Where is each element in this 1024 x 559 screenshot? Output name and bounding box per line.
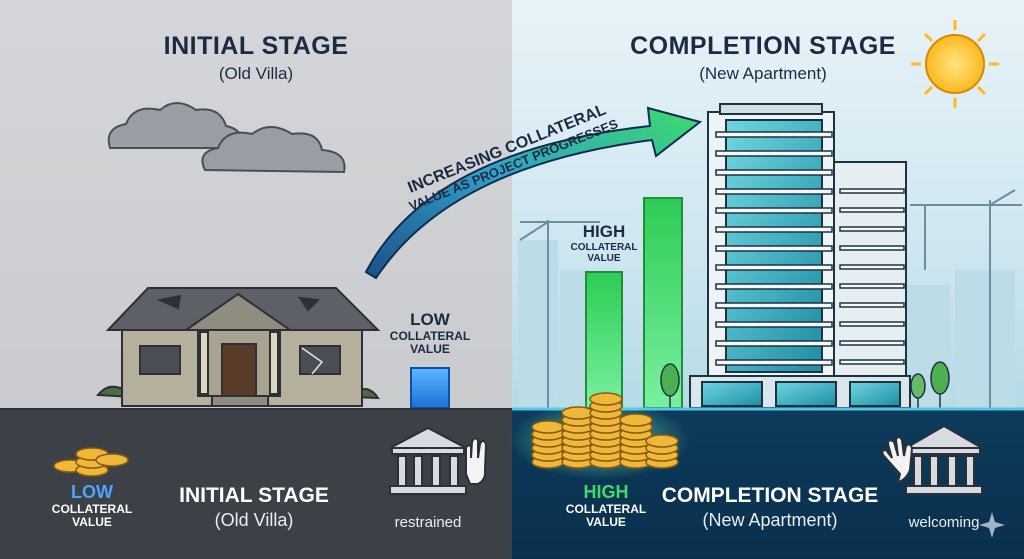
bottom-right-value-line3: VALUE bbox=[586, 515, 626, 529]
initial-stage-title: INITIAL STAGE bbox=[163, 32, 349, 60]
coin bbox=[561, 406, 595, 420]
initial-stage-subtitle: (Old Villa) bbox=[218, 64, 294, 83]
bottom-left-value-line2: COLLATERAL bbox=[51, 502, 133, 516]
raised-hand-icon bbox=[465, 437, 488, 485]
coin-stack-icon bbox=[531, 392, 679, 469]
high-bar-label-line3: VALUE bbox=[587, 253, 621, 264]
coin bbox=[589, 392, 623, 406]
bottom-right-stage-subtitle: (New Apartment) bbox=[702, 510, 838, 530]
tower-balcony bbox=[839, 359, 905, 365]
sun-icon bbox=[911, 20, 999, 108]
growth-arrow-icon bbox=[364, 106, 703, 280]
bottom-right-bank-caption: welcoming bbox=[908, 514, 980, 531]
bottom-right-value-word: HIGH bbox=[583, 482, 629, 502]
crane-icon bbox=[519, 189, 1022, 410]
tower-balcony bbox=[715, 150, 833, 157]
high-value-bar-short bbox=[585, 271, 623, 409]
tower-balcony bbox=[715, 169, 833, 176]
tower-balcony bbox=[839, 226, 905, 232]
bottom-right-value-line2: COLLATERAL bbox=[565, 502, 647, 516]
bottom-left-value-word: LOW bbox=[71, 482, 113, 502]
tower-balcony bbox=[715, 340, 833, 347]
apartment-tower-icon bbox=[689, 103, 911, 409]
cloud-icon bbox=[107, 102, 346, 174]
high-bar-label-line2: COLLATERAL bbox=[570, 242, 638, 253]
coin bbox=[531, 420, 565, 434]
bottom-left-value-line3: VALUE bbox=[72, 515, 112, 529]
tower-balcony bbox=[715, 131, 833, 138]
bottom-right-value: HIGH COLLATERAL VALUE bbox=[554, 482, 658, 529]
tower-balcony bbox=[715, 359, 833, 366]
low-bar-label: LOW COLLATERAL VALUE bbox=[380, 310, 480, 356]
tower-balcony bbox=[715, 321, 833, 328]
old-villa-icon bbox=[96, 287, 381, 407]
bank-icon bbox=[389, 426, 467, 495]
high-bar-label-word: HIGH bbox=[582, 222, 626, 241]
tower-balcony bbox=[839, 321, 905, 327]
bottom-left-stage-title: INITIAL STAGE bbox=[179, 484, 329, 507]
coin-stack-icon bbox=[53, 447, 129, 477]
completion-stage-subtitle: (New Apartment) bbox=[699, 64, 827, 83]
low-bar-label-line2: COLLATERAL bbox=[389, 329, 471, 343]
completion-stage-title: COMPLETION STAGE bbox=[630, 32, 896, 60]
low-value-bar bbox=[410, 367, 450, 409]
bottom-right-stage-title: COMPLETION STAGE bbox=[661, 484, 879, 507]
high-bar-label: HIGH COLLATERAL VALUE bbox=[556, 222, 652, 264]
tower-balcony bbox=[839, 340, 905, 346]
tower-balcony bbox=[715, 188, 833, 195]
tower-balcony bbox=[839, 302, 905, 308]
tree-icon bbox=[660, 361, 950, 408]
tower-balcony bbox=[715, 283, 833, 290]
tower-balcony bbox=[839, 188, 905, 194]
tower-balcony bbox=[715, 245, 833, 252]
low-bar-label-line3: VALUE bbox=[410, 342, 450, 356]
raised-hand-icon bbox=[881, 436, 914, 484]
bottom-left-value: LOW COLLATERAL VALUE bbox=[40, 482, 144, 529]
tower-balcony bbox=[715, 226, 833, 233]
sparkle-icon bbox=[979, 512, 1005, 538]
tower-balcony bbox=[715, 207, 833, 214]
tower-balcony bbox=[839, 283, 905, 289]
tower-balcony bbox=[715, 264, 833, 271]
tower-balcony bbox=[839, 264, 905, 270]
coin bbox=[619, 413, 653, 427]
bottom-left-bank-caption: restrained bbox=[394, 514, 462, 531]
tower-balcony bbox=[715, 302, 833, 309]
tower-balcony bbox=[839, 245, 905, 251]
bottom-left-stage-subtitle: (Old Villa) bbox=[214, 510, 294, 530]
coin bbox=[645, 434, 679, 448]
tower-balcony bbox=[839, 207, 905, 213]
low-bar-label-word: LOW bbox=[410, 310, 450, 329]
bank-icon bbox=[902, 424, 986, 495]
